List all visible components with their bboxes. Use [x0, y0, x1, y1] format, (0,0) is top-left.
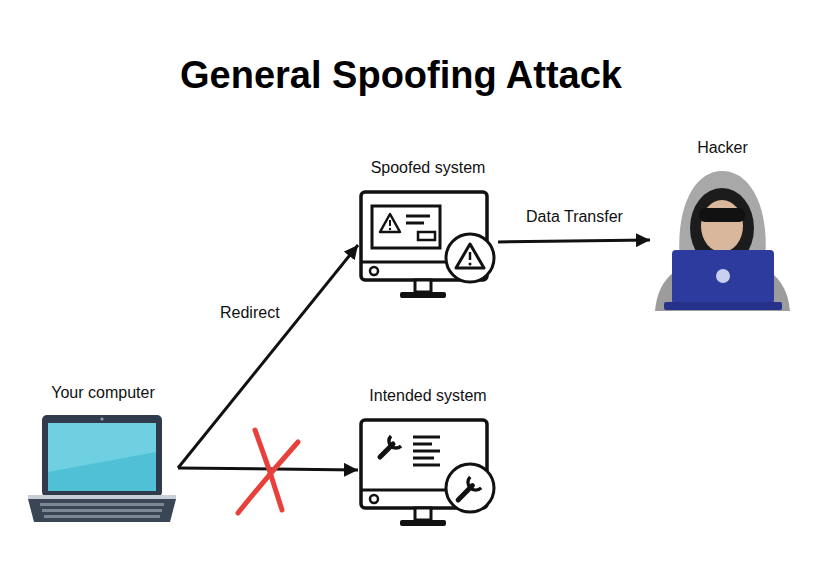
arrow-connector [178, 245, 358, 468]
node-heading: Spoofed system [358, 158, 498, 178]
monitor-neck [415, 280, 431, 292]
hacker-node: Hacker [650, 138, 795, 312]
tool-badge [446, 464, 494, 512]
warning-badge [446, 234, 494, 282]
warning-mark [389, 220, 391, 226]
keyboard-row [42, 509, 162, 512]
laptop-icon [28, 415, 176, 522]
text-line [413, 443, 432, 446]
wrench-head [468, 477, 481, 490]
text-line [413, 450, 440, 453]
arrow-connector [498, 240, 650, 242]
diagram-title: General Spoofing Attack [0, 52, 802, 98]
laptop-base [28, 499, 176, 522]
intended-monitor-icon [361, 420, 494, 526]
warning-triangle [456, 244, 484, 268]
node-heading: Hacker [650, 138, 795, 158]
blocked-cross [238, 430, 298, 513]
hacker-laptop [672, 250, 774, 304]
text-line [413, 457, 434, 460]
power-button [370, 495, 378, 503]
node-heading: Intended system [358, 386, 498, 406]
cross-stroke [238, 442, 298, 513]
cross-stroke [255, 430, 282, 510]
sunglasses [699, 208, 745, 222]
intended-system-node: Intended system [358, 386, 498, 528]
laptop-lid [42, 415, 162, 497]
monitor-base [400, 520, 446, 526]
spoofed-monitor-icon [361, 192, 494, 298]
wrench-icon [380, 436, 401, 457]
warning-dot [469, 263, 472, 266]
text-line [413, 436, 440, 439]
text-line [406, 222, 424, 225]
monitor-neck [415, 508, 431, 520]
text-line [413, 464, 440, 467]
screen-highlight [48, 423, 156, 472]
monitor-base [400, 292, 446, 298]
spoofed-system-node: Spoofed system [358, 158, 498, 300]
warning-triangle [380, 214, 400, 232]
text-line [406, 215, 430, 218]
laptop-hinge [28, 495, 176, 499]
laptop-logo [716, 269, 730, 283]
wrench-icon [458, 477, 481, 500]
hacker-laptop-base [664, 302, 782, 310]
wrench-head [389, 436, 401, 448]
alert-window [372, 206, 440, 248]
laptop-screen [48, 423, 156, 491]
warning-dot [389, 228, 391, 230]
power-button [370, 267, 378, 275]
hacker-face [701, 200, 743, 252]
computer-node: Your computer [28, 383, 178, 523]
laptop-camera [100, 417, 103, 420]
keyboard-row [44, 515, 160, 518]
connector-label: Data Transfer [524, 207, 625, 227]
node-heading: Your computer [28, 383, 178, 403]
hacker-figure [655, 171, 790, 311]
connector-label: Redirect [218, 303, 282, 323]
keyboard-row [40, 503, 164, 506]
warning-mark [469, 252, 472, 260]
dialog-button [418, 232, 435, 240]
